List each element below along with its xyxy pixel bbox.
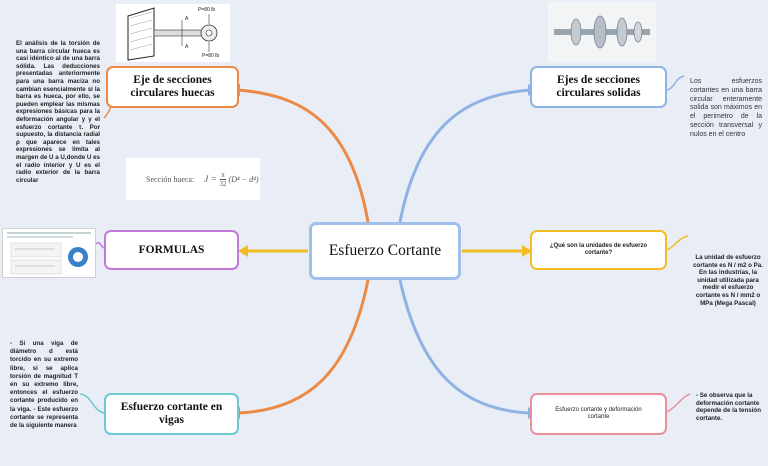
formula-lhs: J = <box>204 174 217 184</box>
formula-numerator: π <box>220 170 226 180</box>
node-hollow-sections-label: Eje de secciones circulares huecas <box>130 74 215 99</box>
link-deformation <box>398 279 531 415</box>
node-units-question[interactable]: ¿Qué son la unidades de esfuerzo cortant… <box>530 230 667 270</box>
node-beams-label: Esfuerzo cortante en vigas <box>120 401 223 426</box>
node-deformation-label: Esfuerzo cortante y deformación cortante <box>555 406 642 421</box>
note-hollow: El análisis de la torsión de una barra c… <box>16 40 100 184</box>
formula-section-label: Sección hueca: <box>146 174 195 184</box>
node-beams[interactable]: Esfuerzo cortante en vigas <box>104 393 239 435</box>
node-units-question-label: ¿Qué son la unidades de esfuerzo cortant… <box>549 242 648 257</box>
force-top-label: P=80 lb <box>198 7 216 13</box>
note-link-beams <box>79 393 105 414</box>
node-formulas[interactable]: FORMULAS <box>104 230 239 270</box>
note-link-formulas <box>95 241 105 249</box>
note-link-units <box>666 235 689 251</box>
node-solid-sections-label: Ejes de secciones circulares solidas <box>556 74 641 99</box>
section-a-bottom-label: A <box>185 44 189 50</box>
formula-table-image <box>2 228 96 278</box>
formula-fraction: π 32 <box>220 171 227 188</box>
hollow-formula-image: Sección hueca: J = π 32 (D⁴ − d⁴) <box>126 158 260 200</box>
section-a-top-label: A <box>185 16 189 22</box>
force-bottom-label: P=80 lb <box>202 53 220 59</box>
note-deformation: - Se observa que la deformación cortante… <box>696 392 761 422</box>
node-solid-sections[interactable]: Ejes de secciones circulares solidas <box>530 66 667 108</box>
hollow-shaft-image: P=80 lb P=80 lb A A <box>116 4 230 62</box>
link-hollow <box>237 88 370 223</box>
formula-rhs: (D⁴ − d⁴) <box>228 174 259 184</box>
central-topic-label: Esfuerzo Cortante <box>328 242 442 259</box>
arrow-formulas <box>238 245 248 257</box>
node-deformation[interactable]: Esfuerzo cortante y deformación cortante <box>530 393 667 435</box>
formula-denominator: 32 <box>219 179 227 188</box>
link-beams <box>237 279 370 415</box>
node-hollow-sections[interactable]: Eje de secciones circulares huecas <box>106 66 239 108</box>
link-solid <box>398 88 531 223</box>
note-beams: - Si una viga de diámetro d está torcido… <box>10 340 78 430</box>
solid-shaft-image <box>548 2 656 62</box>
note-link-solid <box>666 75 685 91</box>
note-units: La unidad de esfuerzo cortante es N / m2… <box>693 254 763 307</box>
note-link-deformation <box>666 393 691 413</box>
arrow-units <box>522 245 532 257</box>
node-formulas-label: FORMULAS <box>138 244 205 256</box>
central-topic[interactable]: Esfuerzo Cortante <box>309 222 461 280</box>
note-solid: Los esfuerzos cortantes en una barra cir… <box>690 78 762 138</box>
